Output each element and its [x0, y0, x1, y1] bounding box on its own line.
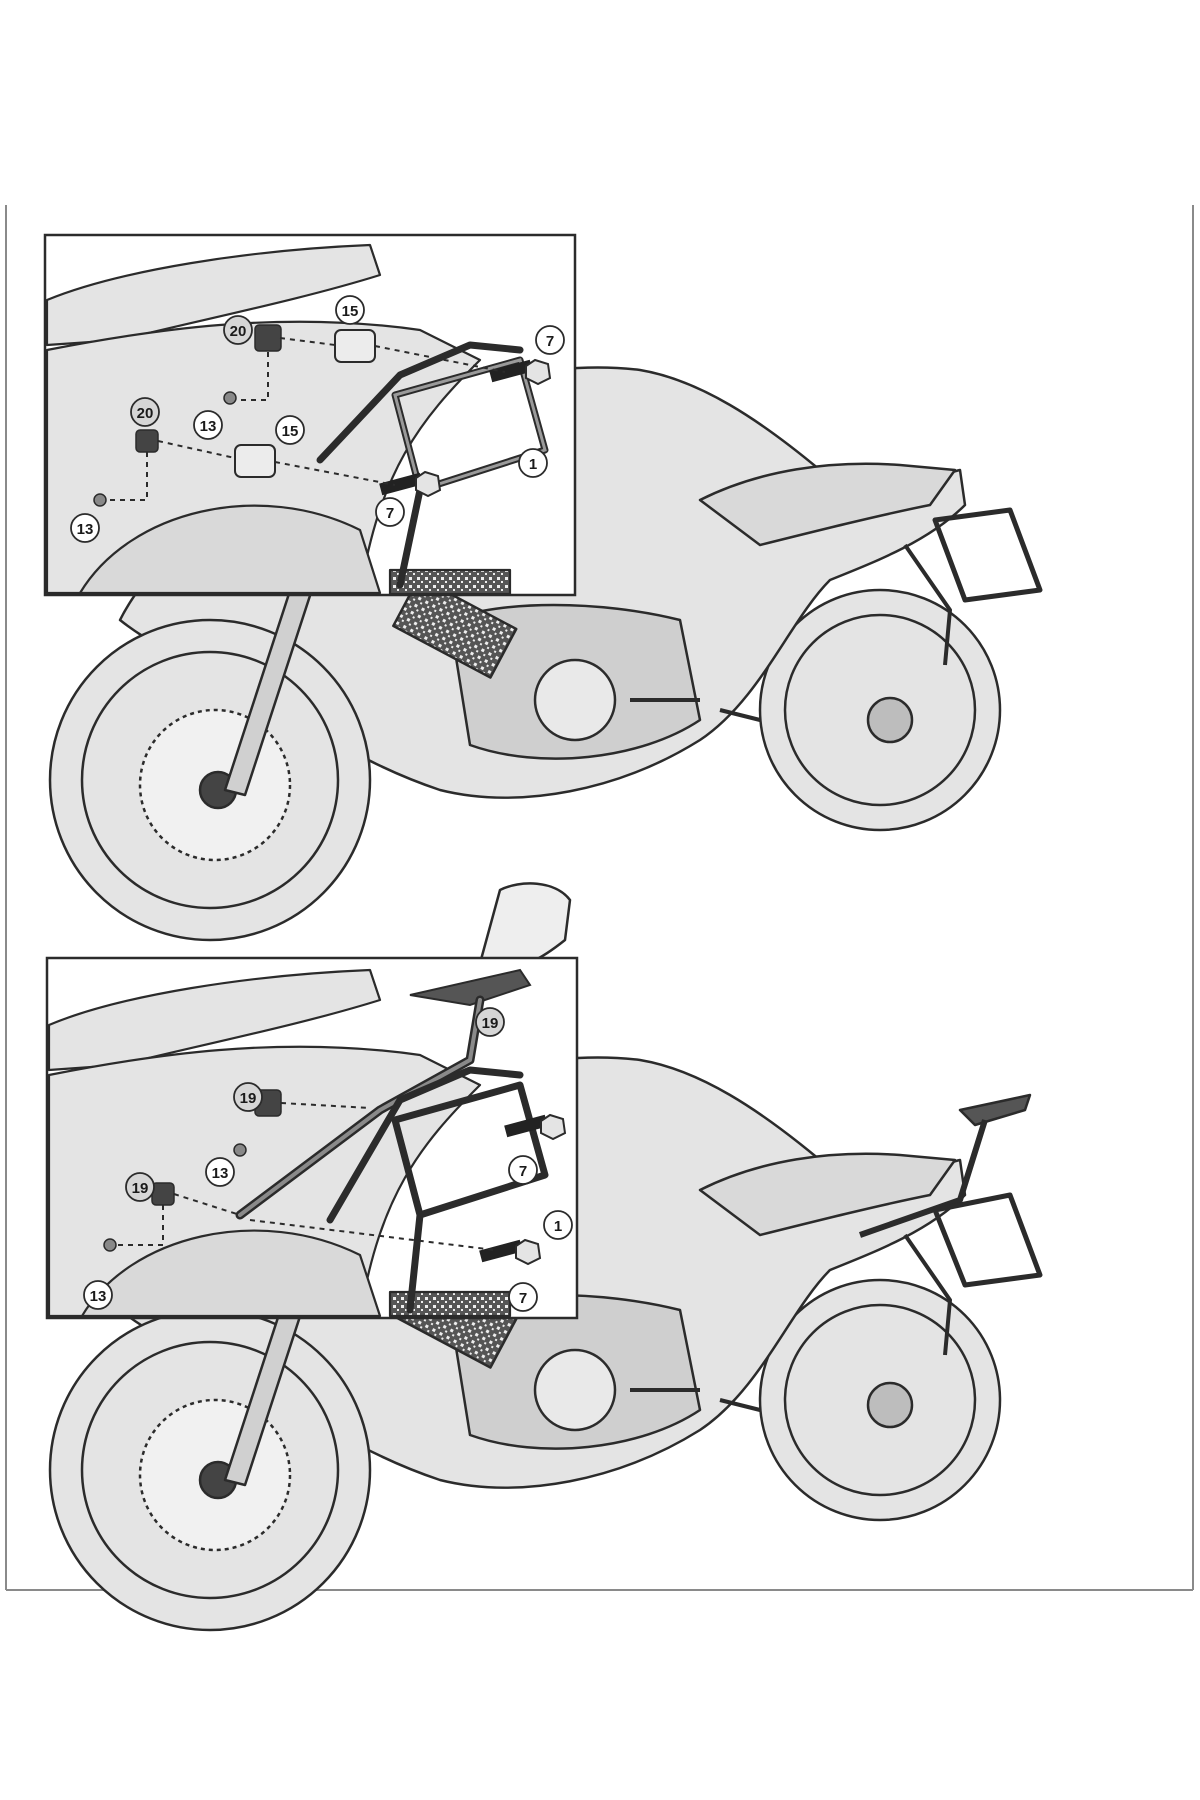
callout-13-lower: 13: [83, 1280, 113, 1310]
callout-label: 1: [529, 456, 537, 473]
callout-7-upper: 7: [508, 1155, 538, 1185]
step-1-illustration: 15 20 7 20 13 15 1 7: [43, 233, 1043, 942]
callout-19-lower: 19: [125, 1172, 155, 1202]
footpegs: [630, 698, 761, 722]
callout-13-middle: 13: [193, 410, 223, 440]
callout-label: 7: [386, 505, 394, 522]
rear-rack-arm: [859, 1119, 988, 1238]
mount-point-lower: [93, 493, 107, 507]
rear-hub: [866, 696, 914, 744]
guide-line-upper-drop: [230, 352, 269, 401]
rear-hub: [866, 1381, 914, 1429]
bushing-lower: [151, 1182, 175, 1206]
callout-20-lower: 20: [130, 397, 160, 427]
mount-point-upper: [233, 1143, 247, 1157]
engine-cover: [533, 1348, 617, 1432]
callout-19-upper: 19: [233, 1082, 263, 1112]
rack-plate: [409, 968, 532, 1007]
bracket-arm-upper: [326, 1066, 524, 1224]
callout-7-upper: 7: [535, 325, 565, 355]
callout-label: 19: [482, 1015, 499, 1032]
callout-label: 15: [342, 303, 359, 320]
tail-section: [698, 1152, 957, 1237]
bracket-loop: [391, 1081, 549, 1219]
front-rim: [80, 650, 340, 910]
callout-label: 20: [137, 405, 154, 422]
bolt-upper: [504, 1113, 567, 1141]
rear-frame-strut: [903, 543, 952, 666]
bolt-lower: [479, 1238, 542, 1266]
mount-point-lower: [103, 1238, 117, 1252]
callout-1: 1: [543, 1210, 573, 1240]
footpegs: [630, 1388, 761, 1412]
rack-arm-highlight: [238, 998, 482, 1217]
callout-19-rack: 19: [475, 1007, 505, 1037]
bolt-upper: [489, 358, 552, 386]
callout-7-lower: 7: [375, 497, 405, 527]
callout-label: 7: [519, 1290, 527, 1307]
spacer-lower: [234, 444, 276, 478]
radiator-mesh: [392, 576, 518, 679]
bracket-arm-upper: [316, 341, 524, 464]
bushing-upper: [254, 324, 282, 352]
callout-label: 19: [132, 1180, 149, 1197]
front-rim: [80, 1340, 340, 1600]
callout-20-upper: 20: [223, 315, 253, 345]
guide-line-lower-drop: [110, 1205, 164, 1246]
inset-mesh: [388, 568, 512, 596]
rear-pannier-frame: [932, 507, 1043, 603]
guide-line-upper: [280, 1102, 371, 1109]
callout-label: 13: [212, 1165, 229, 1182]
callout-label: 7: [546, 333, 554, 350]
callout-label: 13: [77, 521, 94, 538]
bushing-lower: [135, 429, 159, 453]
rear-pannier-frame: [932, 1192, 1043, 1288]
callout-label: 15: [282, 423, 299, 440]
callout-13-lower: 13: [70, 513, 100, 543]
spacer-upper: [334, 329, 376, 363]
callout-15-lower: 15: [275, 415, 305, 445]
rear-frame-strut: [903, 1233, 952, 1356]
inset-fender: [80, 1229, 382, 1318]
bracket-highlight: [393, 358, 547, 492]
engine-cover: [533, 658, 617, 742]
guide-line-lower: [173, 1193, 496, 1251]
step-2-illustration: 19 19 13 7 19 1 13 7: [45, 882, 1043, 1632]
guide-line-upper: [279, 337, 506, 373]
callout-1: 1: [518, 448, 548, 478]
mount-point-upper: [223, 391, 237, 405]
callout-label: 13: [90, 1288, 107, 1305]
callout-15-upper: 15: [335, 295, 365, 325]
detail-inset-1: [43, 233, 577, 597]
callout-label: 1: [554, 1218, 562, 1235]
bracket-arm-lower: [396, 486, 424, 589]
inset-seat-cowl: [47, 968, 382, 1072]
bolt-lower: [379, 470, 442, 498]
rear-rim: [783, 1303, 977, 1497]
callout-7-lower: 7: [508, 1282, 538, 1312]
rear-rim: [783, 613, 977, 807]
guide-line-lower: [157, 440, 396, 486]
inset-fender: [78, 504, 382, 595]
inset-seat-cowl: [45, 243, 382, 347]
callout-label: 20: [230, 323, 247, 340]
rear-rack-plate: [958, 1093, 1032, 1127]
callout-label: 19: [240, 1090, 257, 1107]
tail-section: [698, 462, 957, 547]
callout-label: 13: [200, 418, 217, 435]
bracket-arm-lower: [406, 1211, 424, 1314]
callout-label: 7: [519, 1163, 527, 1180]
callout-13-middle: 13: [205, 1157, 235, 1187]
